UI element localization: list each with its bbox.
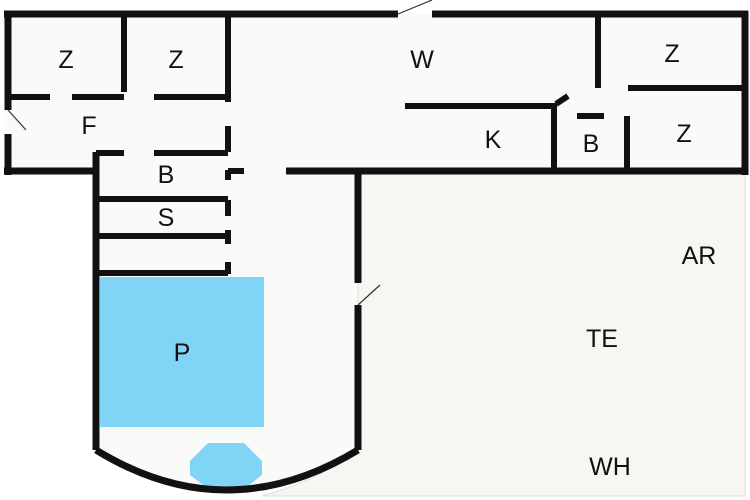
whirlpool (190, 443, 262, 489)
room-label-ar: AR (682, 242, 717, 270)
room-label-wh: WH (589, 453, 631, 481)
pool (100, 277, 264, 427)
doors (7, 0, 570, 306)
room-label-z2: Z (168, 46, 183, 74)
room-label-w: W (410, 46, 434, 74)
room-label-b2: B (583, 130, 600, 158)
room-label-k: K (485, 126, 502, 154)
room-label-z1: Z (58, 46, 73, 74)
room-label-p: P (174, 339, 191, 367)
room-label-f: F (81, 112, 96, 140)
room-label-z3: Z (664, 40, 679, 68)
room-label-b1: B (158, 161, 175, 189)
room-label-s: S (158, 204, 175, 232)
room-label-te: TE (586, 325, 618, 353)
terrace-door (357, 284, 381, 306)
outer-walls (4, 10, 749, 175)
interior-walls (8, 14, 745, 276)
entrance-door (397, 0, 433, 15)
house-floor (4, 14, 745, 172)
side-door (7, 109, 27, 131)
bath-door (554, 93, 570, 107)
room-label-z4: Z (676, 120, 691, 148)
